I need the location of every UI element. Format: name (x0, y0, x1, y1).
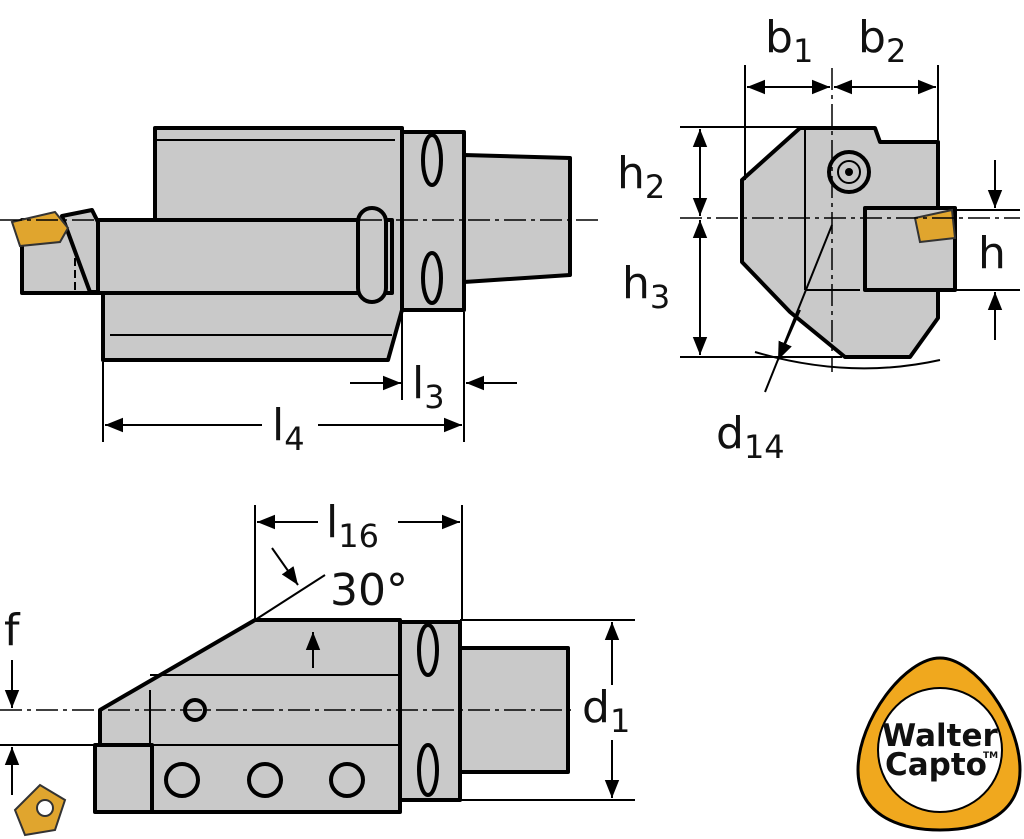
screw-hole (247, 762, 283, 798)
flange-slot (421, 133, 443, 187)
dim-angle: 30° (330, 565, 408, 616)
top-view: l16 30° d1 f (0, 497, 635, 837)
front-body (740, 126, 940, 359)
cutting-insert (10, 210, 70, 248)
dim-d1: d1 (582, 682, 630, 740)
dim-f: f (4, 605, 21, 656)
dim-l3: l3 (412, 358, 445, 416)
dim-b2: b2 (858, 12, 906, 70)
dim-b1: b1 (765, 12, 813, 70)
dim-h3: h3 (622, 258, 670, 316)
svg-text:Walter: Walter (882, 718, 998, 754)
dim-l4: l4 (272, 400, 305, 458)
screw-hole (329, 762, 365, 798)
svg-text:TM: TM (983, 751, 998, 761)
flange-slot (421, 251, 443, 305)
front-view: b1 b2 h2 h3 h d14 (617, 12, 1020, 466)
dim-h2: h2 (617, 148, 665, 206)
walter-capto-logo: Walter Capto TM (856, 656, 1022, 832)
dim-d14: d14 (716, 408, 785, 466)
capto-shank (462, 153, 572, 284)
screw-hole (164, 762, 200, 798)
dim-l16: l16 (326, 497, 379, 555)
side-view: l3 l4 (0, 126, 600, 458)
dim-h: h (978, 228, 1006, 279)
svg-text:Capto: Capto (885, 747, 987, 783)
slot (356, 206, 388, 304)
